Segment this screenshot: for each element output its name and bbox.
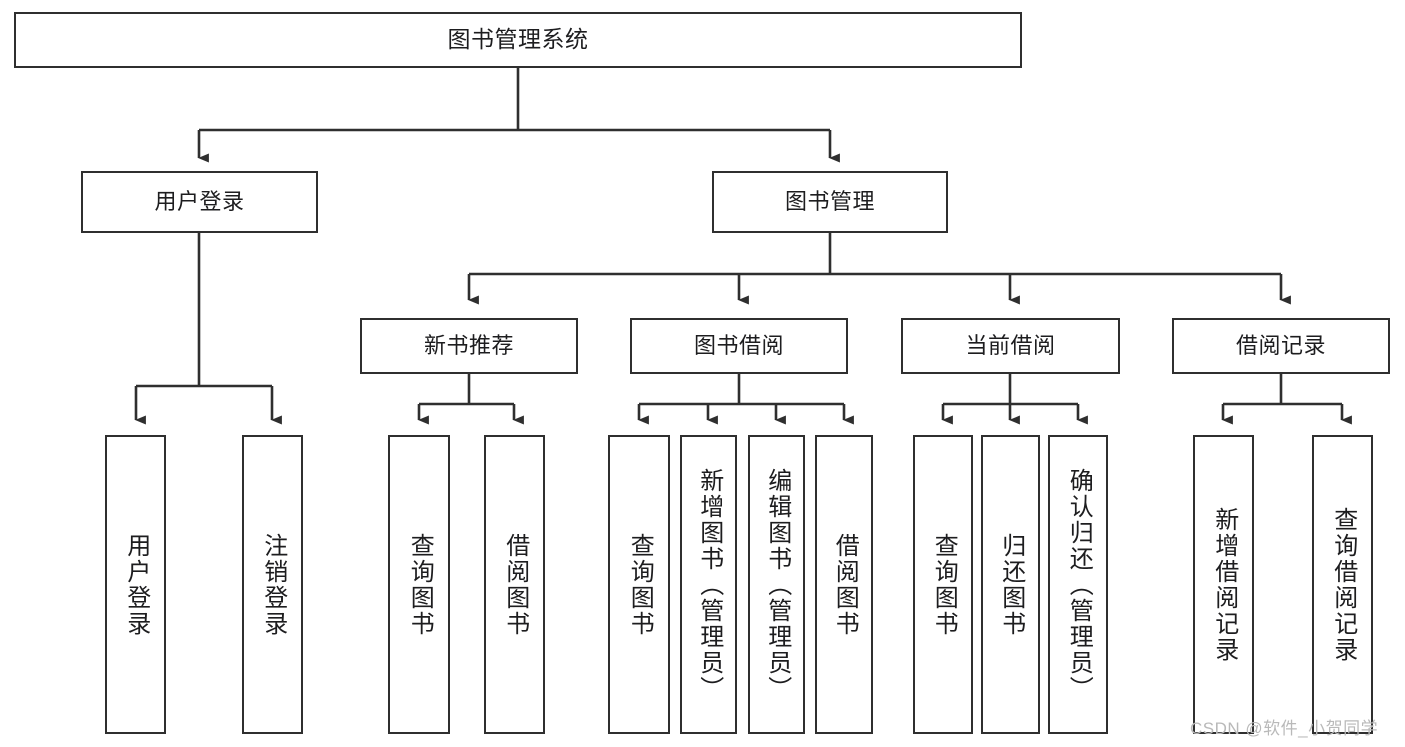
leaf-record-add-record[interactable]: 新增借阅记录 [1193, 435, 1254, 734]
node-label: 图书管理 [784, 188, 875, 214]
node-label: 新增借阅记录 [1210, 506, 1238, 663]
node-book-borrow[interactable]: 图书借阅 [630, 318, 848, 374]
node-user-login[interactable]: 用户登录 [81, 171, 318, 233]
leaf-current-query-book[interactable]: 查询图书 [913, 435, 973, 734]
node-label: 借阅图书 [831, 532, 859, 637]
leaf-borrow-edit-book-admin[interactable]: 编辑图书（管理员） [748, 435, 805, 734]
node-label: 用户登录 [154, 188, 245, 214]
leaf-new-book-query[interactable]: 查询图书 [388, 435, 450, 734]
leaf-new-book-borrow[interactable]: 借阅图书 [484, 435, 545, 734]
node-label: 注销登录 [259, 532, 287, 637]
node-label: 归还图书 [997, 532, 1025, 637]
node-label: 当前借阅 [965, 332, 1056, 358]
node-label: 查询图书 [930, 532, 958, 637]
leaf-borrow-query-book[interactable]: 查询图书 [608, 435, 670, 734]
node-label: 确认归还（管理员） [1065, 467, 1093, 702]
node-new-book-recommend[interactable]: 新书推荐 [360, 318, 578, 374]
leaf-user-login-logout[interactable]: 注销登录 [242, 435, 303, 734]
node-label: 图书管理系统 [447, 26, 589, 53]
node-current-borrow[interactable]: 当前借阅 [901, 318, 1120, 374]
node-label: 图书借阅 [693, 332, 784, 358]
node-label: 新增图书（管理员） [695, 467, 723, 702]
node-book-management[interactable]: 图书管理 [712, 171, 948, 233]
node-borrow-record[interactable]: 借阅记录 [1172, 318, 1390, 374]
node-label: 用户登录 [122, 532, 150, 637]
node-label: 新书推荐 [423, 332, 514, 358]
node-label: 编辑图书（管理员） [763, 467, 791, 702]
node-label: 借阅图书 [501, 532, 529, 637]
leaf-current-return-book[interactable]: 归还图书 [981, 435, 1040, 734]
leaf-borrow-borrow-book[interactable]: 借阅图书 [815, 435, 873, 734]
node-label: 查询图书 [406, 532, 434, 637]
csdn-watermark: CSDN @软件_小贺同学 [1190, 719, 1379, 738]
leaf-current-confirm-return-admin[interactable]: 确认归还（管理员） [1048, 435, 1108, 734]
node-label: 查询借阅记录 [1329, 506, 1357, 663]
leaf-borrow-add-book-admin[interactable]: 新增图书（管理员） [680, 435, 737, 734]
node-root-system[interactable]: 图书管理系统 [14, 12, 1022, 68]
leaf-record-query-record[interactable]: 查询借阅记录 [1312, 435, 1373, 734]
node-label: 查询图书 [626, 532, 654, 637]
node-label: 借阅记录 [1235, 332, 1326, 358]
leaf-user-login-login[interactable]: 用户登录 [105, 435, 166, 734]
